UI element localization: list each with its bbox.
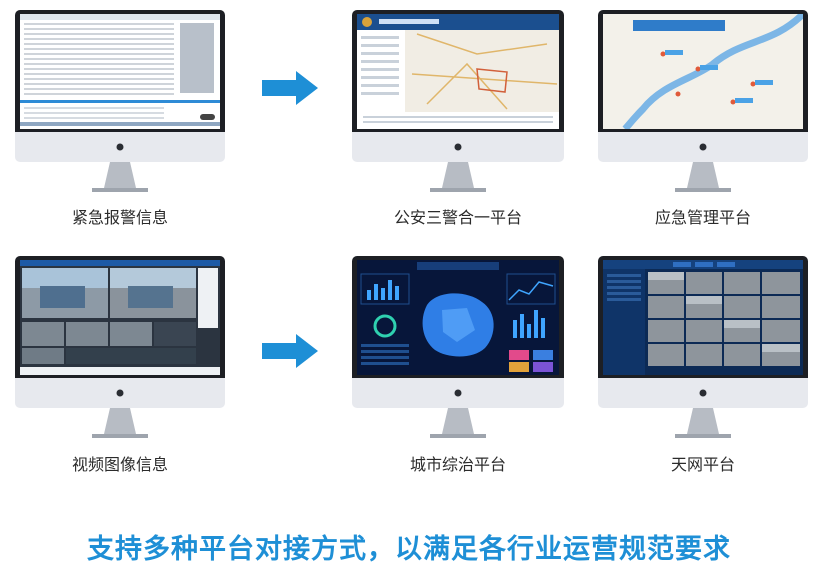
video-grid-thumbnail: [20, 260, 220, 375]
monitor-stand: [430, 162, 486, 192]
power-dot: [116, 389, 124, 397]
power-dot: [699, 143, 707, 151]
monitor-alarm-info: [15, 10, 225, 200]
power-dot: [454, 389, 462, 397]
slogan-text: 支持多种平台对接方式，以满足各行业运营规范要求: [87, 534, 731, 565]
monitor-stand: [675, 162, 731, 192]
monitor-stand: [430, 408, 486, 438]
skynet-video-screen: [603, 260, 803, 375]
police-map-screen: [357, 14, 559, 129]
monitor-chin: [598, 132, 808, 162]
emergency-map-thumbnail: [603, 14, 803, 129]
monitor-emergency-platform: [598, 10, 808, 200]
monitor-skynet-platform: [598, 256, 808, 446]
arrow-right-icon: [262, 71, 318, 105]
city-dashboard-thumbnail: [360, 262, 556, 372]
monitor-police-platform: [352, 10, 564, 200]
monitor-stand: [92, 162, 148, 192]
police-map-thumbnail: [357, 14, 559, 129]
monitor-stand: [92, 408, 148, 438]
video-grid-screen: [20, 260, 220, 375]
monitor-chin: [352, 378, 564, 408]
caption-emergency-platform: 应急管理平台: [654, 208, 751, 227]
alarm-list-screen: [20, 14, 220, 129]
skynet-video-thumbnail: [603, 260, 803, 375]
monitor-city-platform: [352, 256, 564, 446]
emergency-map-screen: [603, 14, 803, 129]
city-dashboard-screen: [357, 260, 559, 375]
monitor-chin: [598, 378, 808, 408]
monitor-video-info: [15, 256, 225, 446]
caption-skynet-platform: 天网平台: [670, 455, 735, 474]
power-dot: [454, 143, 462, 151]
caption-alarm-info: 紧急报警信息: [71, 208, 168, 227]
monitor-stand: [675, 408, 731, 438]
caption-video-info: 视频图像信息: [71, 455, 168, 474]
caption-police-platform: 公安三警合一平台: [393, 208, 522, 227]
power-dot: [699, 389, 707, 397]
power-dot: [116, 143, 124, 151]
monitor-chin: [15, 378, 225, 408]
arrow-right-icon: [262, 334, 318, 368]
caption-city-platform: 城市综治平台: [409, 455, 506, 474]
alarm-table-thumbnail: [20, 14, 220, 126]
monitor-chin: [15, 132, 225, 162]
monitor-chin: [352, 132, 564, 162]
